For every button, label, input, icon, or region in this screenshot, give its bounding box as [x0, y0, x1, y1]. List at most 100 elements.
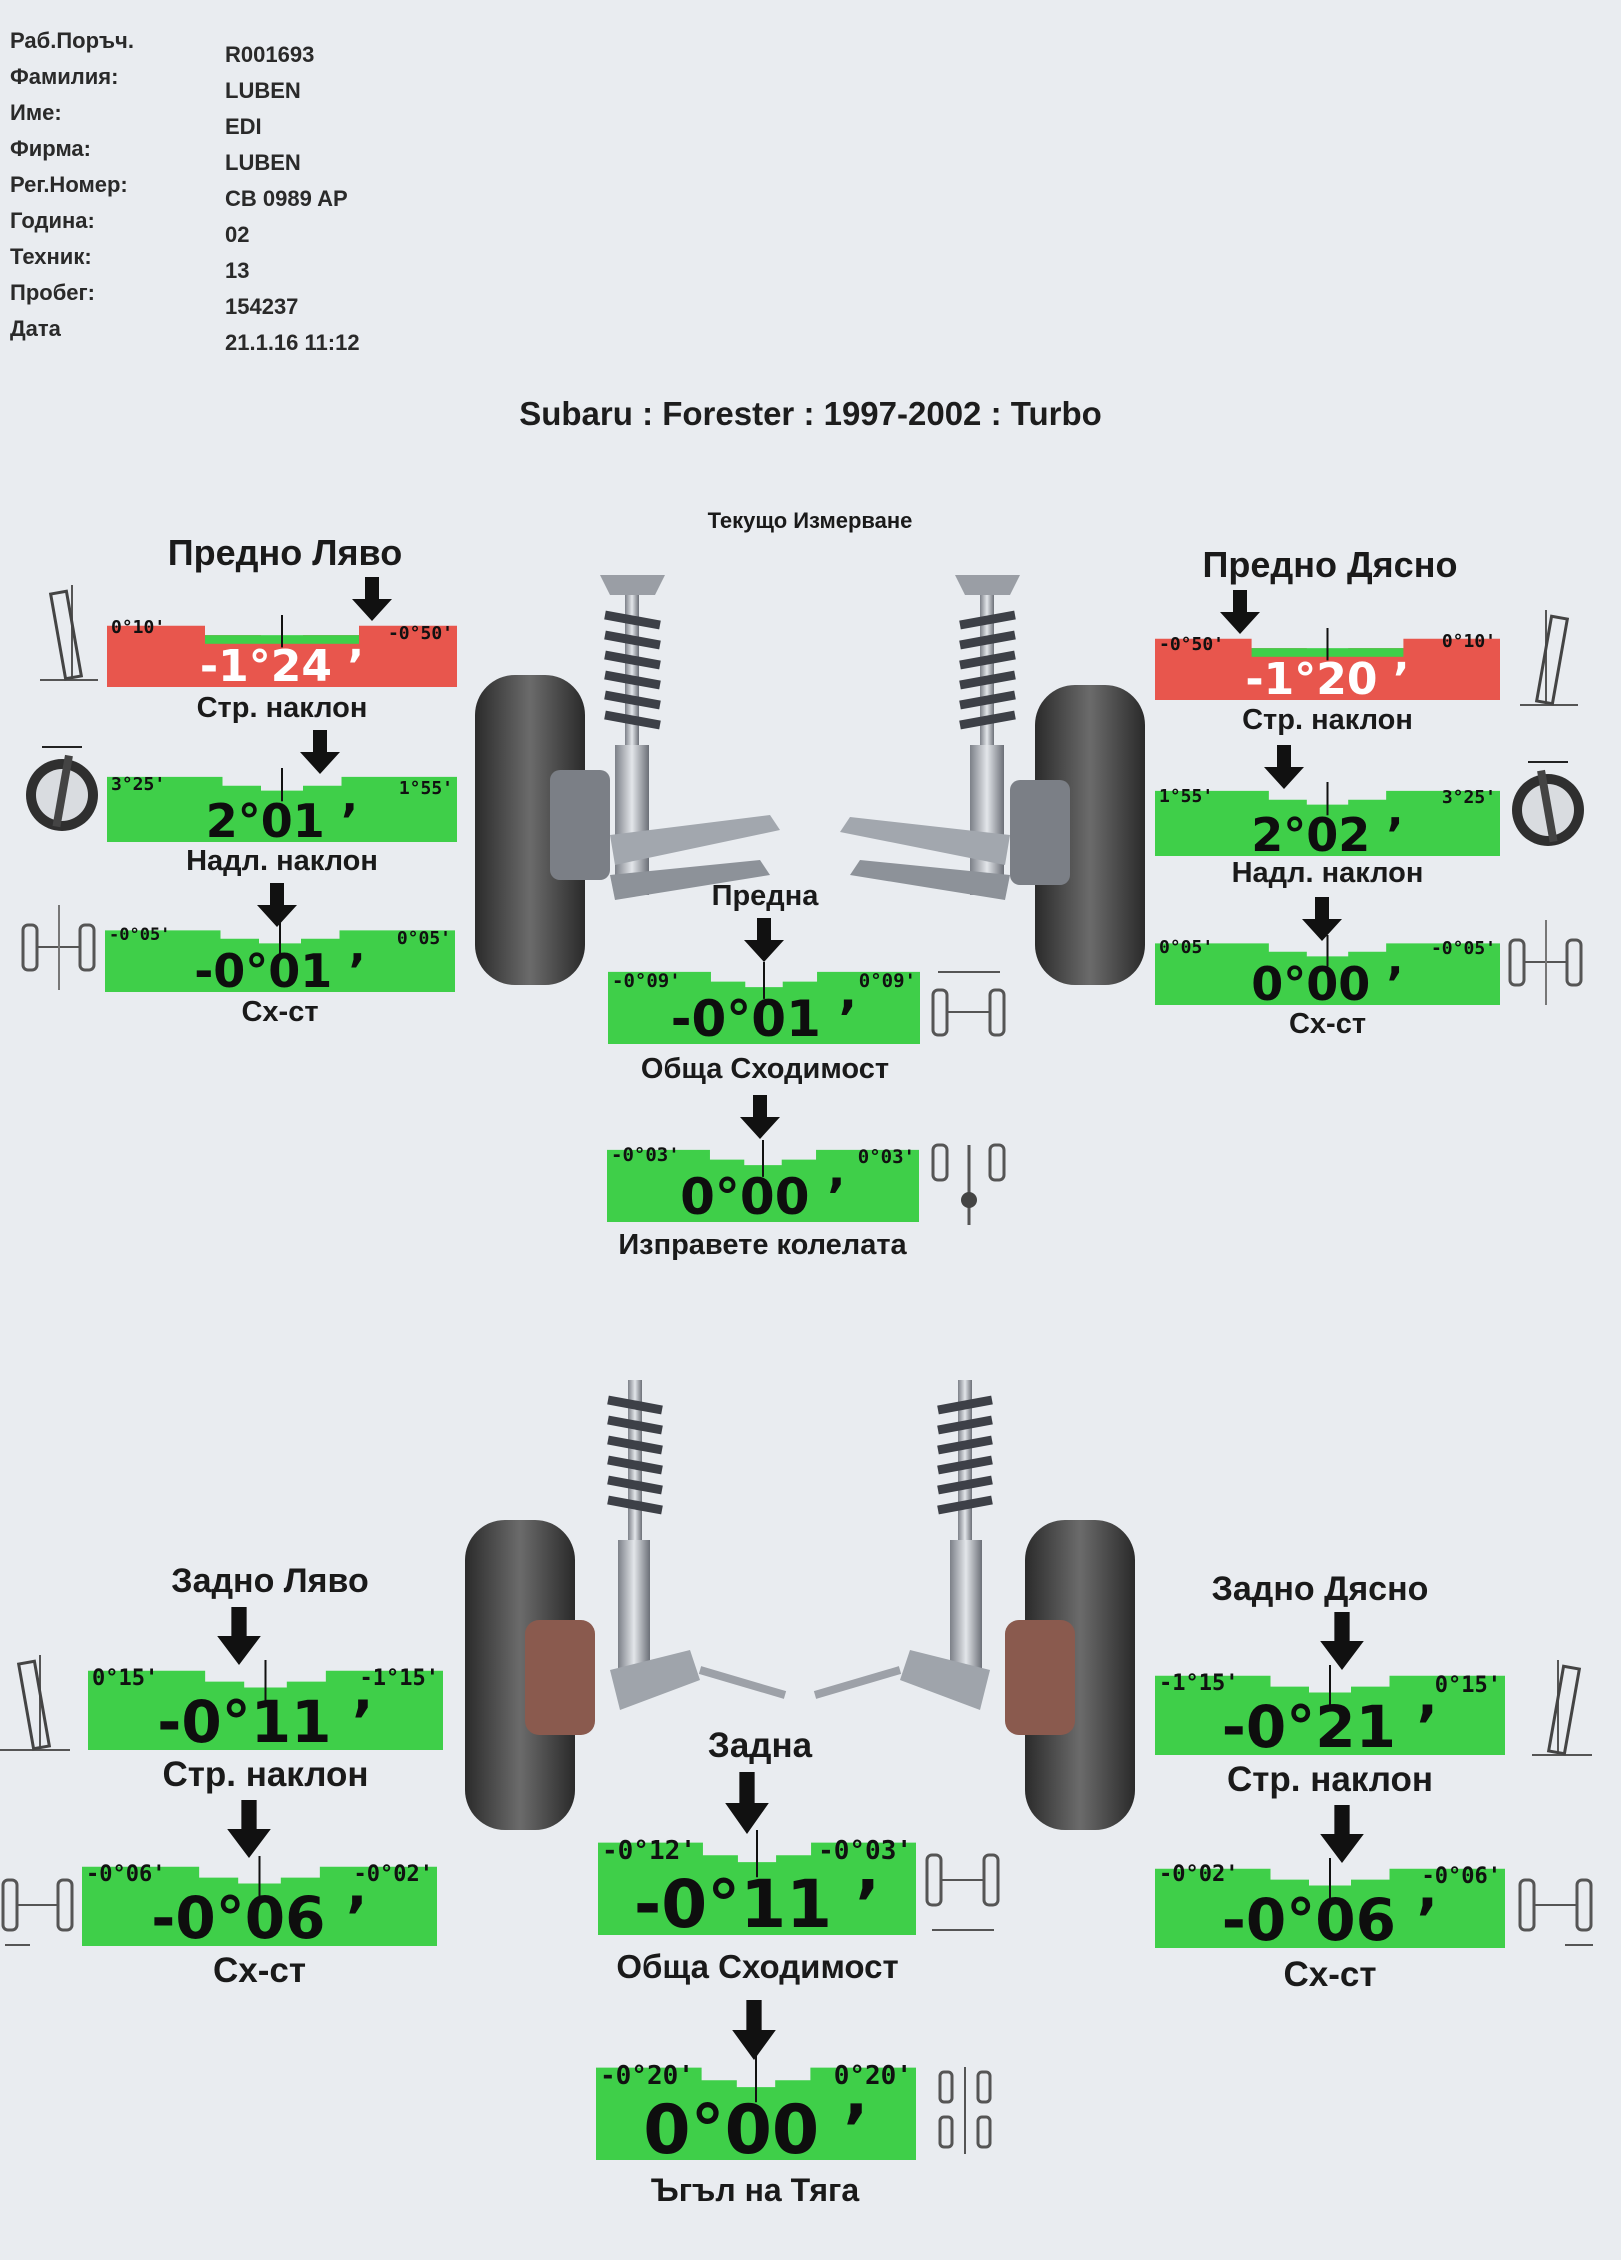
arrow-down-icon [1218, 590, 1262, 634]
info-row-name: Име:EDI [10, 100, 262, 139]
gauge-value: -1°20 ’ [1245, 654, 1410, 705]
front-right-camber-label: Стр. наклон [1242, 704, 1413, 736]
arrow-down-icon [1300, 897, 1344, 941]
front-left-camber-gauge: 0°10' -0°50' -1°24 ’ [107, 615, 457, 692]
front-suspension-icon [470, 555, 1150, 995]
arrow-down-icon [298, 730, 342, 774]
info-row-technician: Техник:13 [10, 244, 250, 283]
gauge-min: -0°02' [1159, 1862, 1239, 1887]
camber-icon [0, 1650, 75, 1755]
gauge-value: -0°21 ’ [1221, 1693, 1439, 1761]
rear-right-toe-gauge: -0°02' -0°06' -0°06 ’ [1155, 1858, 1505, 1954]
rear-suspension-icon [460, 1370, 1140, 1840]
gauge-min: 0°05' [1159, 937, 1214, 958]
gauge-max: 0°10' [1441, 631, 1496, 652]
caster-icon [22, 745, 102, 835]
gauge-background [1155, 1868, 1505, 1948]
rear-left-toe-label: Сх-ст [212, 1951, 306, 1990]
gauge-max: -0°05' [1430, 938, 1496, 959]
thrust-icon [935, 2062, 995, 2157]
front-left-title: Предно Ляво [167, 532, 403, 573]
info-row-order: Раб.Поръч.R001693 [10, 28, 315, 67]
vehicle-title: Subaru : Forester : 1997-2002 : Turbo [519, 395, 1102, 432]
gauge-value: -0°06 ’ [151, 1884, 368, 1952]
rear-right-camber-label: Стр. наклон [1226, 1760, 1434, 1799]
rear-left-camber-label: Стр. наклон [162, 1755, 369, 1794]
gauge-min: -0°03' [611, 1144, 680, 1166]
arrow-down-icon [1318, 1612, 1366, 1670]
arrow-down-icon [742, 918, 786, 962]
gauge-background [1155, 790, 1500, 856]
gauge-background [1155, 943, 1500, 1005]
camber-icon [1530, 1655, 1600, 1760]
gauge-value: -0°01 ’ [670, 990, 858, 1048]
gauge-value: 2°02 ’ [1251, 808, 1404, 862]
front-right-toe-gauge: 0°05' -0°05' 0°00 ’ [1155, 935, 1500, 1011]
toe-icon [0, 1855, 78, 1955]
arrow-down-icon [738, 1092, 782, 1142]
front-left-toe-gauge: -0°05' 0°05' -0°01 ’ [105, 922, 455, 998]
info-row-company: Фирма:LUBEN [10, 136, 301, 175]
camber-icon [1518, 605, 1588, 710]
gauge-max: -0°02' [353, 1862, 433, 1887]
rear-left-camber-gauge: 0°15' -1°15' -0°11 ’ [88, 1660, 443, 1756]
gauge-max: -0°06' [1421, 1864, 1501, 1889]
gauge-min: -1°15' [1159, 1671, 1239, 1696]
gauge-min: 0°15' [92, 1666, 159, 1691]
rear-left-title: Задно Ляво [171, 1562, 369, 1600]
info-row-year: Година:02 [10, 208, 250, 247]
arrow-down-icon [215, 1607, 263, 1665]
gauge-min: -0°09' [612, 970, 681, 992]
toe-icon [1505, 910, 1587, 1010]
gauge-background [107, 625, 457, 687]
info-row-reg-number: Рег.Номер:CB 0989 AP [10, 172, 348, 211]
gauge-value: 0°00 ’ [680, 1168, 846, 1226]
info-row-mileage: Пробег:154237 [10, 280, 299, 319]
front-right-title: Предно Дясно [1202, 544, 1458, 585]
gauge-background [608, 971, 920, 1044]
rear-right-toe-label: Сх-ст [1283, 1955, 1377, 1994]
gauge-background [82, 1866, 437, 1946]
steering-icon [928, 1130, 1010, 1230]
gauge-value: -1°24 ’ [199, 641, 365, 692]
gauge-value: 0°00 ’ [1251, 957, 1404, 1011]
toe-icon [1515, 1855, 1597, 1955]
job-info: Раб.Поръч.R001693 Фамилия:LUBEN Име:EDI … [10, 28, 610, 355]
gauge-max: 3°25' [1441, 787, 1496, 808]
gauge-min: 0°10' [111, 617, 166, 638]
gauge-background [596, 2067, 916, 2160]
gauge-min: 1°55' [1159, 786, 1214, 807]
arrow-down-icon [1318, 1805, 1366, 1863]
rear-right-camber-gauge: -1°15' 0°15' -0°21 ’ [1155, 1665, 1505, 1761]
arrow-down-icon [225, 1800, 273, 1858]
arrow-down-icon [730, 2000, 778, 2060]
measurement-title: Текущо Измерване [707, 508, 913, 533]
total-toe-icon [928, 960, 1010, 1060]
front-total-toe-gauge: -0°09' 0°09' -0°01 ’ [608, 962, 920, 1048]
front-right-caster-label: Надл. наклон [1231, 857, 1424, 889]
arrow-down-icon [1262, 745, 1306, 789]
gauge-min: -0°06' [86, 1862, 166, 1887]
gauge-value: -0°11 ’ [157, 1688, 374, 1756]
toe-icon [18, 895, 100, 995]
gauge-background [1155, 638, 1500, 700]
total-toe-icon [922, 1840, 1004, 1940]
gauge-background [598, 1842, 916, 1935]
gauge-background [1155, 1675, 1505, 1755]
front-right-caster-gauge: 1°55' 3°25' 2°02 ’ [1155, 782, 1500, 862]
rear-right-title: Задно Дясно [1211, 1570, 1429, 1608]
gauge-max: 0°09' [858, 970, 916, 992]
camber-icon [30, 580, 100, 685]
front-left-toe-label: Сх-ст [241, 996, 319, 1028]
front-right-camber-gauge: -0°50' 0°10' -1°20 ’ [1155, 628, 1500, 705]
gauge-max: -0°03' [818, 1836, 912, 1866]
gauge-min: -0°20' [600, 2061, 694, 2091]
info-row-surname: Фамилия:LUBEN [10, 64, 301, 103]
gauge-background [105, 930, 455, 992]
caster-icon [1508, 760, 1588, 850]
front-left-caster-gauge: 3°25' 1°55' 2°01 ’ [107, 768, 457, 848]
gauge-value: -0°06 ’ [1221, 1886, 1439, 1954]
gauge-background [88, 1670, 443, 1750]
gauge-min: -0°50' [1159, 634, 1225, 655]
thrust-angle-gauge: -0°20' 0°20' 0°00 ’ [596, 2055, 916, 2170]
